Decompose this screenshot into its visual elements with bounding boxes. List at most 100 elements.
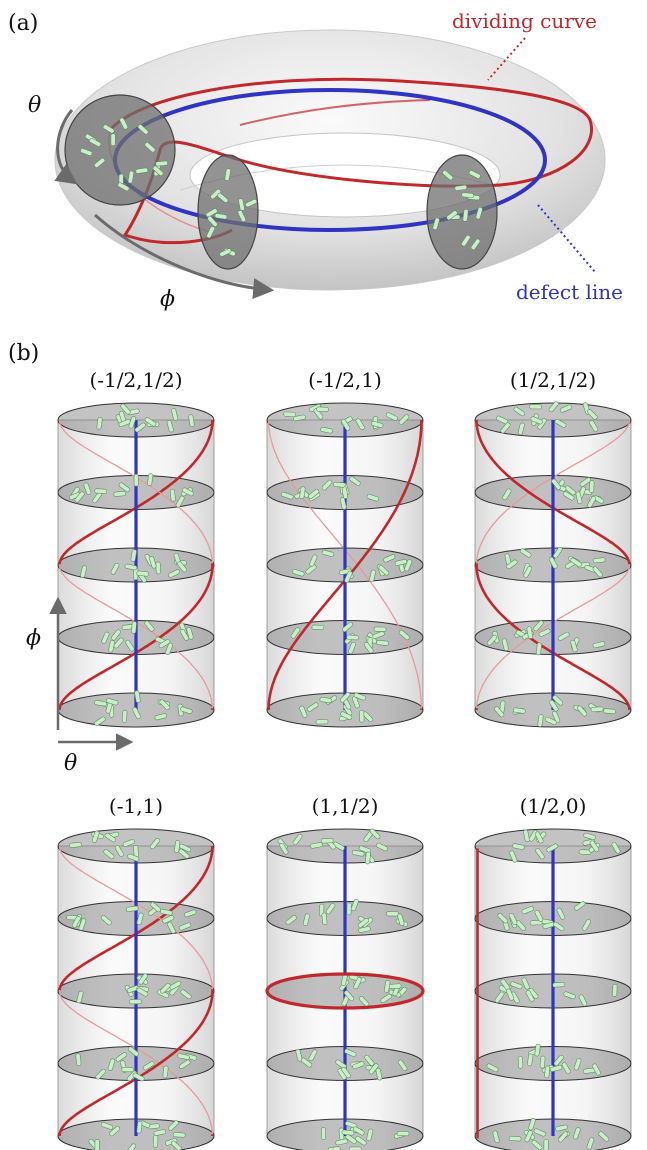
rod xyxy=(134,690,141,703)
rod xyxy=(345,1120,358,1129)
phi-axis-label: ϕ xyxy=(26,626,41,651)
rod xyxy=(94,488,107,494)
rod xyxy=(386,911,399,917)
rod xyxy=(539,1055,546,1069)
rod xyxy=(181,487,194,497)
rod xyxy=(100,1122,114,1130)
rod xyxy=(152,1135,159,1148)
rod xyxy=(521,906,534,915)
rod xyxy=(385,412,398,421)
rod xyxy=(175,495,185,508)
rod xyxy=(352,1061,365,1070)
rod xyxy=(168,569,181,578)
rod xyxy=(525,990,535,1002)
rod xyxy=(71,916,81,928)
rod xyxy=(553,1054,564,1066)
rod xyxy=(561,1062,571,1074)
cylinder-title: (-1/2,1/2) xyxy=(89,368,182,392)
rod xyxy=(551,478,562,490)
rod xyxy=(109,1126,121,1137)
rod xyxy=(159,699,170,710)
rod xyxy=(100,915,112,926)
rod xyxy=(131,621,137,634)
rod xyxy=(494,991,505,1003)
rod xyxy=(590,706,604,713)
panel-b: (b) (-1/2,1/2) (-1/2,1) (1/2,1/2) (-1,1)… xyxy=(8,341,632,1150)
rod xyxy=(155,160,168,167)
rod xyxy=(316,406,329,413)
rod xyxy=(555,1124,568,1132)
rod xyxy=(543,1138,549,1150)
rod xyxy=(544,716,557,726)
rod xyxy=(162,915,175,924)
rod xyxy=(396,1131,410,1137)
cylinder-drawing xyxy=(266,402,424,728)
rod xyxy=(186,627,194,640)
rod xyxy=(398,629,410,641)
rod xyxy=(365,851,371,865)
rod xyxy=(138,973,148,985)
rod xyxy=(521,977,530,990)
dividing-curve xyxy=(475,564,631,709)
rod xyxy=(342,621,354,633)
rod xyxy=(132,707,141,720)
rod xyxy=(517,422,525,436)
rod xyxy=(144,142,156,153)
rod xyxy=(128,999,142,1005)
rod xyxy=(586,1137,595,1150)
rod xyxy=(299,486,306,500)
rod xyxy=(592,641,606,649)
rod xyxy=(180,706,193,714)
rod xyxy=(348,641,356,655)
rod xyxy=(442,170,454,181)
rod xyxy=(83,482,92,495)
dividing-ring xyxy=(265,972,425,1010)
rod xyxy=(512,707,526,714)
rod xyxy=(592,1063,601,1076)
rod xyxy=(104,832,117,843)
rod xyxy=(370,420,384,428)
rod xyxy=(117,182,130,192)
rod xyxy=(475,206,483,220)
rod xyxy=(307,702,319,712)
rod xyxy=(531,1139,543,1150)
rod xyxy=(94,716,106,726)
rod xyxy=(120,403,131,415)
rod xyxy=(320,426,333,434)
rod xyxy=(509,850,518,863)
rod xyxy=(378,565,390,576)
rod xyxy=(506,559,518,570)
rod xyxy=(582,919,591,931)
rod xyxy=(376,640,389,646)
rod xyxy=(158,639,171,649)
rod xyxy=(339,692,351,703)
rod xyxy=(150,901,162,913)
rod xyxy=(375,1067,383,1081)
rod xyxy=(524,1130,533,1143)
rod xyxy=(167,921,176,934)
rod xyxy=(363,642,374,654)
torus-hole xyxy=(189,132,501,218)
rod xyxy=(404,559,413,572)
rod xyxy=(313,408,324,420)
rod xyxy=(136,987,149,997)
rod xyxy=(335,1138,348,1146)
rod xyxy=(80,148,93,156)
rod xyxy=(290,627,301,639)
rod xyxy=(136,1120,143,1134)
rod xyxy=(108,640,115,653)
rod xyxy=(325,902,336,915)
rod xyxy=(178,1059,191,1069)
rod xyxy=(206,226,215,239)
rod xyxy=(340,711,353,720)
rod xyxy=(94,157,106,168)
rod xyxy=(159,983,171,994)
rod xyxy=(554,418,567,428)
rod xyxy=(124,563,138,571)
rod xyxy=(320,838,334,844)
rod xyxy=(598,1131,610,1142)
dividing-curve-label: dividing curve xyxy=(452,9,597,33)
rod xyxy=(510,981,523,990)
rod xyxy=(136,912,144,926)
